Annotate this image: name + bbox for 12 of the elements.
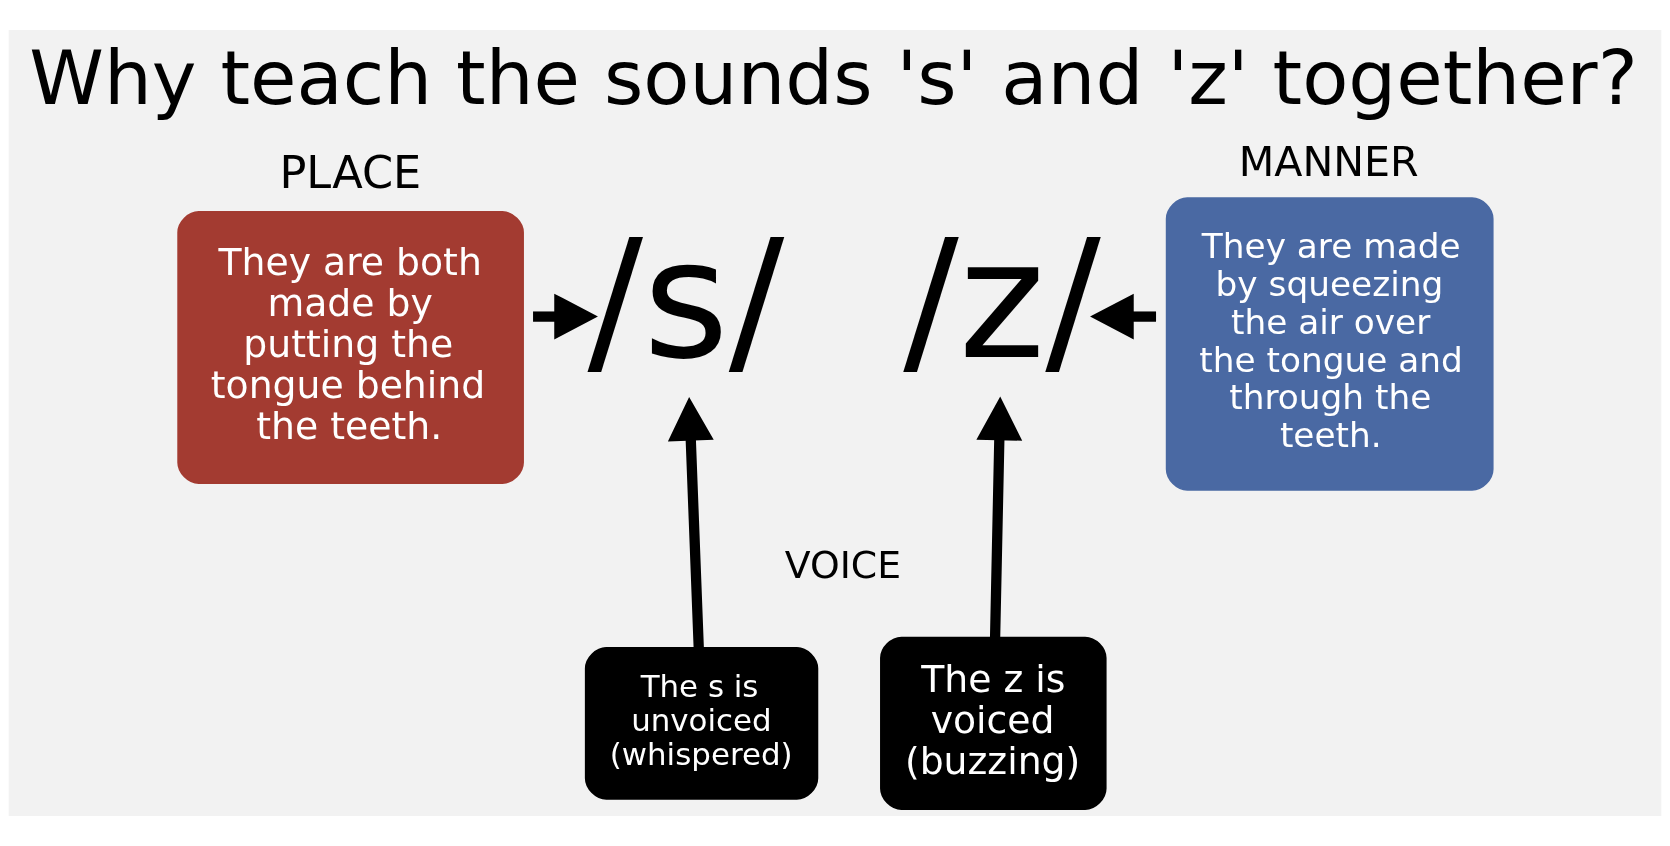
node-box: The s is unvoiced (whispered) bbox=[584, 646, 819, 800]
node-text: /s/ bbox=[587, 204, 785, 397]
node-label: MANNER bbox=[1238, 138, 1419, 187]
node-text: /z/ bbox=[903, 204, 1101, 397]
label: VOICE bbox=[784, 543, 902, 588]
node-label: PLACE bbox=[279, 146, 422, 199]
arrow bbox=[976, 396, 1023, 638]
arrow bbox=[667, 396, 714, 648]
arrow bbox=[533, 293, 598, 340]
node-box: The z is voiced (buzzing) bbox=[880, 636, 1107, 810]
diagram-title: Why teach the sounds 's' and 'z' together? bbox=[29, 34, 1638, 123]
arrow bbox=[1090, 293, 1157, 340]
